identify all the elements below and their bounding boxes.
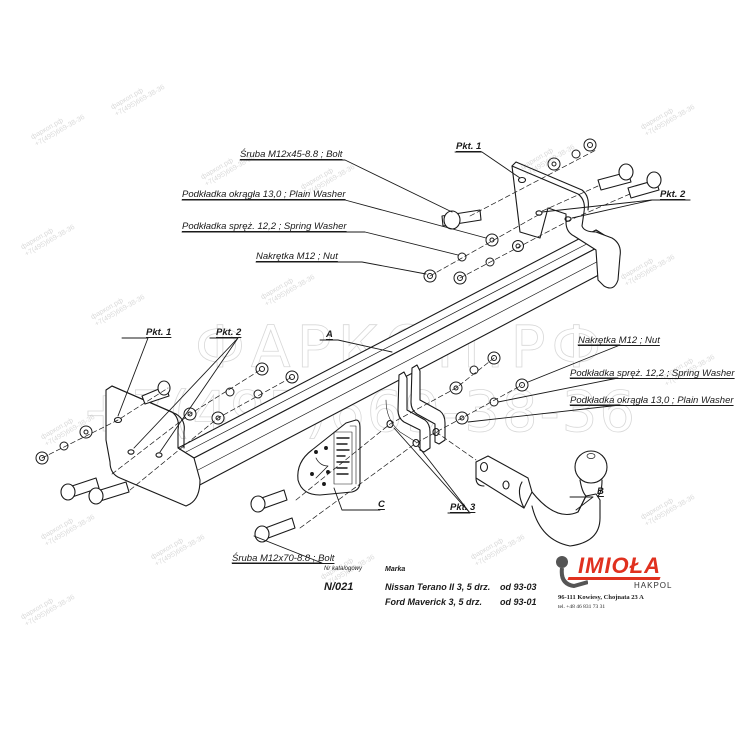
center-brackets	[385, 364, 446, 453]
label-pkt1-left-bracket: Pkt. 1	[146, 327, 172, 338]
brand-phone: tel. +48 46 831 73 31	[558, 604, 606, 610]
vehicle-2-model: Ford Maverick 3, 5 drz.	[385, 597, 483, 607]
brand-header: Marka	[385, 566, 406, 573]
hardware-nuts-washers	[35, 138, 597, 465]
label-part-a: A	[326, 329, 333, 340]
label-part-c: C	[378, 499, 385, 510]
bolt-top-right-2	[627, 171, 662, 199]
callout-spring-washer-top: Podkładka spręż. 12,2 ; Spring Washer	[182, 221, 347, 232]
vehicle-2-from: od 93-01	[500, 597, 537, 607]
callout-nut-top: Nakrętka M12 ; Nut	[256, 251, 338, 262]
socket-plate-part-c	[297, 419, 361, 496]
crossbeam-part-a	[177, 229, 613, 489]
bolt-bottom-center-2	[254, 517, 296, 543]
callout-plain-washer-top: Podkładka okrągła 13,0 ; Plain Washer	[182, 189, 346, 200]
leader-lines	[117, 151, 691, 564]
label-pkt3: Pkt. 3	[450, 502, 476, 513]
bolt-top-right-1	[597, 163, 634, 191]
label-pkt1-right-bracket: Pkt. 1	[456, 141, 482, 152]
vehicle-1-model: Nissan Terano II 3, 5 drz.	[385, 582, 491, 592]
bolt-top-left	[441, 209, 482, 230]
brand-swoosh	[567, 577, 661, 580]
catalog-number-header: Nr katalogowy	[324, 566, 363, 572]
callout-spring-washer-right: Podkładka spręż. 12,2 ; Spring Washer	[570, 368, 735, 379]
tow-ball-hook-part-b	[474, 442, 608, 547]
label-pkt2-right-bracket: Pkt. 2	[660, 189, 686, 200]
label-part-b: B	[597, 486, 604, 497]
bolt-left-bottom-2	[88, 481, 130, 505]
hook-logo-icon	[556, 556, 588, 589]
callout-nut-right: Nakrętka M12 ; Nut	[578, 335, 660, 346]
bolt-bottom-center-1	[250, 489, 288, 513]
callout-bolt-m12x45: Śruba M12x45-8.8 ; Bolt	[240, 149, 343, 160]
label-pkt2-left-bracket: Pkt. 2	[216, 327, 242, 338]
vehicle-1-from: od 93-03	[500, 582, 537, 592]
brand-address: 96-111 Kowiesy, Chojnata 23 A	[558, 594, 644, 601]
callout-plain-washer-right: Podkładka okrągła 13,0 ; Plain Washer	[570, 395, 734, 406]
bolt-left-bottom-1	[60, 477, 100, 501]
callout-bolt-m12x70: Śruba M12x70-8.8 ; Bolt	[232, 553, 335, 564]
bolt-left-top	[141, 380, 171, 405]
catalog-number: N/021	[324, 581, 354, 593]
brand-name: IMIOŁA	[578, 553, 661, 578]
brand-subname: HAKPOL	[634, 581, 673, 590]
assembly-axis-lines	[41, 149, 631, 529]
